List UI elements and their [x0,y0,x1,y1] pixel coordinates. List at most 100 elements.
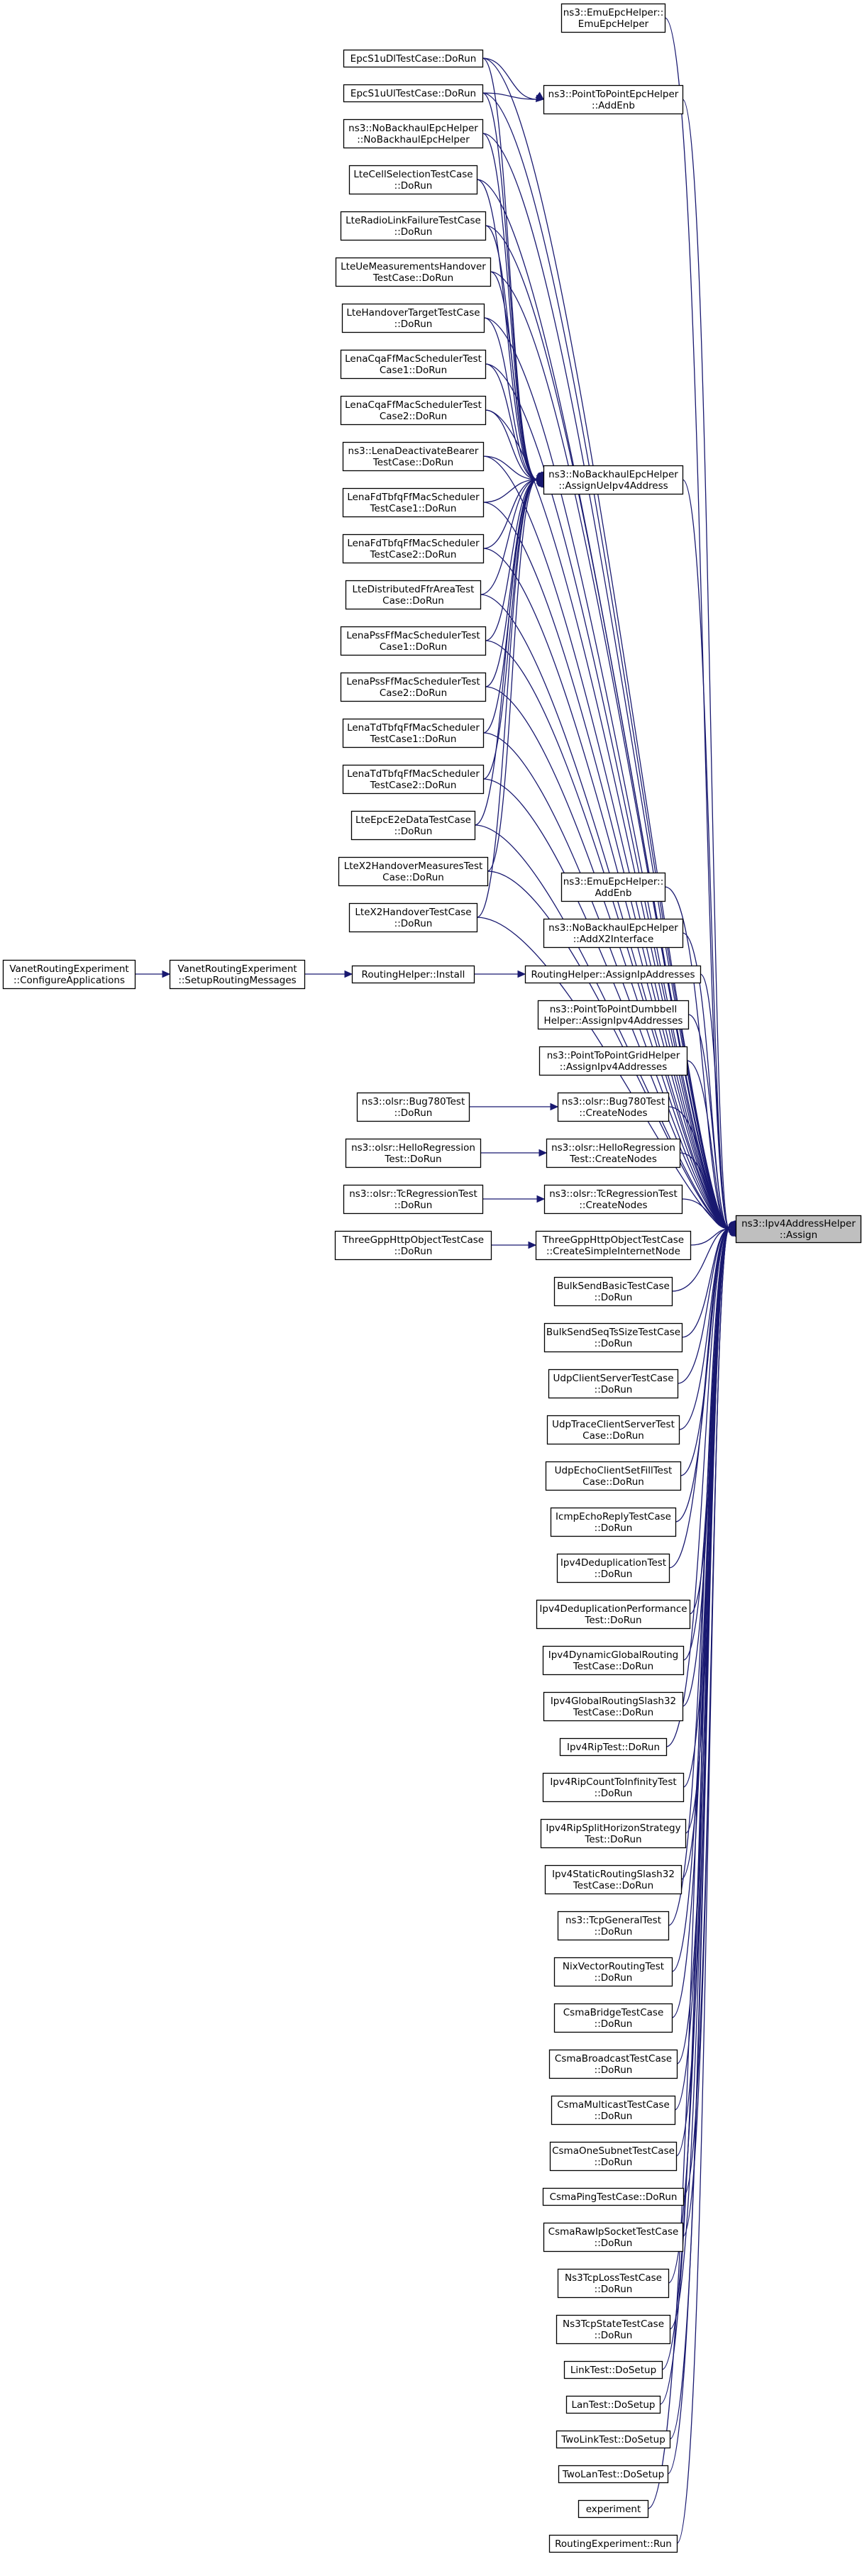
node-csma-broadcast[interactable]: CsmaBroadcastTestCase::DoRun [548,2049,678,2079]
node-label: ::DoRun [394,918,433,929]
node-csma-onesubnet[interactable]: CsmaOneSubnetTestCase::DoRun [549,2141,678,2172]
node-label: LteRadioLinkFailureTestCase [346,215,481,226]
node-lte-cellsel[interactable]: LteCellSelectionTestCase::DoRun [348,165,478,195]
node-emu-addenb[interactable]: ns3::EmuEpcHelper::AddEnb [560,872,666,902]
node-csma-rawip[interactable]: CsmaRawIpSocketTestCase::DoRun [543,2222,684,2252]
node-tcp-general[interactable]: ns3::TcpGeneralTest::DoRun [557,1911,670,1941]
node-label: TestCase::DoRun [573,1880,653,1891]
node-label: RoutingHelper::AssignIpAddresses [531,969,695,980]
node-olsr-bug780-create[interactable]: ns3::olsr::Bug780Test::CreateNodes [557,1092,670,1122]
node-icmp-echo[interactable]: IcmpEchoReplyTestCase::DoRun [550,1507,677,1537]
node-threegpp-run[interactable]: ThreeGppHttpObjectTestCase::DoRun [334,1230,492,1261]
node-emu-helper[interactable]: ns3::EmuEpcHelper::EmuEpcHelper [560,3,666,33]
node-label: AddEnb [595,888,632,899]
node-label: Case2::DoRun [380,411,447,422]
edge-olsr_tc_run-to-olsr_tc_create [482,1195,546,1203]
node-root[interactable]: ns3::Ipv4AddressHelper::Assign [735,1215,862,1244]
node-vanet-setup[interactable]: VanetRoutingExperiment::SetupRoutingMess… [169,959,306,990]
node-vanet-config[interactable]: VanetRoutingExperiment::ConfigureApplica… [2,959,136,990]
node-ns3tcp-state[interactable]: Ns3TcpStateTestCase::DoRun [556,2314,671,2345]
node-csma-multicast[interactable]: CsmaMulticastTestCase::DoRun [551,2095,676,2126]
node-label: Ns3TcpStateTestCase [563,2318,664,2330]
node-label: TestCase1::DoRun [370,503,457,514]
node-label: VanetRoutingExperiment [177,963,297,975]
node-label: ::DoRun [595,2064,633,2076]
node-lte-x2-ho[interactable]: LteX2HandoverTestCase::DoRun [348,902,478,933]
node-ipv4-dedup[interactable]: Ipv4DeduplicationTest::DoRun [556,1553,670,1583]
node-routingexp-run[interactable]: RoutingExperiment::Run [548,2534,678,2553]
node-routinghelper-assignip[interactable]: RoutingHelper::AssignIpAddresses [524,965,702,984]
node-twolink-setup[interactable]: TwoLinkTest::DoSetup [556,2430,671,2449]
node-ipv4-rip-count[interactable]: Ipv4RipCountToInfinityTest::DoRun [542,1772,685,1803]
node-label: ::DoRun [394,180,433,192]
node-olsr-tc-run[interactable]: ns3::olsr::TcRegressionTest::DoRun [343,1184,484,1215]
node-olsr-tc-create[interactable]: ns3::olsr::TcRegressionTest::CreateNodes [543,1184,683,1215]
node-csma-ping[interactable]: CsmaPingTestCase::DoRun [542,2187,685,2206]
node-label: ns3::Ipv4AddressHelper [741,1218,856,1229]
node-bulksend-seq[interactable]: BulkSendSeqTsSizeTestCase::DoRun [543,1322,683,1353]
node-label: EpcS1uUlTestCase::DoRun [350,88,476,99]
arrowhead [535,94,545,103]
node-ns3tcp-loss[interactable]: Ns3TcpLossTestCase::DoRun [557,2268,670,2299]
node-epcs1u-ul[interactable]: EpcS1uUlTestCase::DoRun [343,84,484,103]
node-label: CsmaMulticastTestCase [557,2099,670,2111]
node-lte-rlf[interactable]: LteRadioLinkFailureTestCase::DoRun [340,211,487,241]
node-label: EpcS1uDlTestCase::DoRun [350,53,477,65]
edge-ipv4_dedup-to-root [668,1227,739,1569]
node-lte-ho-target[interactable]: LteHandoverTargetTestCase::DoRun [341,303,485,333]
edge-lte_x2_meas-to-nobackhaul_assign [487,478,546,872]
node-label: ns3::LenaDeactivateBearer [348,446,479,457]
node-label: ::ConfigureApplications [13,975,125,986]
node-label: CsmaRawIpSocketTestCase [548,2226,679,2238]
node-routinghelper-install[interactable]: RoutingHelper::Install [351,965,475,984]
node-label: ::DoRun [394,1107,433,1119]
node-epcs1u-dl[interactable]: EpcS1uDlTestCase::DoRun [343,49,484,68]
node-experiment[interactable]: experiment [578,2499,649,2519]
node-ipv4-rip[interactable]: Ipv4RipTest::DoRun [559,1737,668,1757]
node-nobackhaul-ctor[interactable]: ns3::NoBackhaulEpcHelper::NoBackhaulEpcH… [343,118,484,149]
node-lan-setup[interactable]: LanTest::DoSetup [565,2395,661,2414]
node-csma-bridge[interactable]: CsmaBridgeTestCase::DoRun [553,2003,673,2033]
node-udp-cs[interactable]: UdpClientServerTestCase::DoRun [548,1369,679,1399]
node-link-setup[interactable]: LinkTest::DoSetup [563,2360,663,2379]
node-lte-epc-e2e[interactable]: LteEpcE2eDataTestCase::DoRun [350,810,476,841]
edge-vanet_setup-to-routinghelper_install [304,970,353,978]
arrowhead [550,1102,559,1111]
node-threegpp-create[interactable]: ThreeGppHttpObjectTestCase::CreateSimple… [535,1230,692,1261]
node-label: ::NoBackhaulEpcHelper [357,134,470,145]
node-twolan-setup[interactable]: TwoLanTest::DoSetup [558,2465,669,2484]
node-nobackhaul-assign[interactable]: ns3::NoBackhaulEpcHelper::AssignUeIpv4Ad… [543,465,684,495]
node-olsr-bug780-run[interactable]: ns3::olsr::Bug780Test::DoRun [356,1092,470,1122]
node-label: ns3::PointToPointGridHelper [547,1050,680,1061]
node-label: LteHandoverTargetTestCase [346,307,480,319]
node-p2p-addenb[interactable]: ns3::PointToPointEpcHelper::AddEnb [543,84,684,115]
node-dumbbell[interactable]: ns3::PointToPointDumbbellHelper::AssignI… [537,1000,690,1030]
node-bulksend-basic[interactable]: BulkSendBasicTestCase::DoRun [553,1276,673,1307]
node-olsr-hello-create[interactable]: ns3::olsr::HelloRegressionTest::CreateNo… [546,1138,681,1168]
node-grid[interactable]: ns3::PointToPointGridHelper::AssignIpv4A… [538,1046,688,1076]
node-nix-vector[interactable]: NixVectorRoutingTest::DoRun [553,1957,673,1987]
node-label: LenaTdTbfqFfMacScheduler [347,722,480,734]
edge-lena_deact-to-nobackhaul_assign [482,455,545,480]
node-nobackhaul-x2[interactable]: ns3::NoBackhaulEpcHelper::AddX2Interface [543,918,684,949]
